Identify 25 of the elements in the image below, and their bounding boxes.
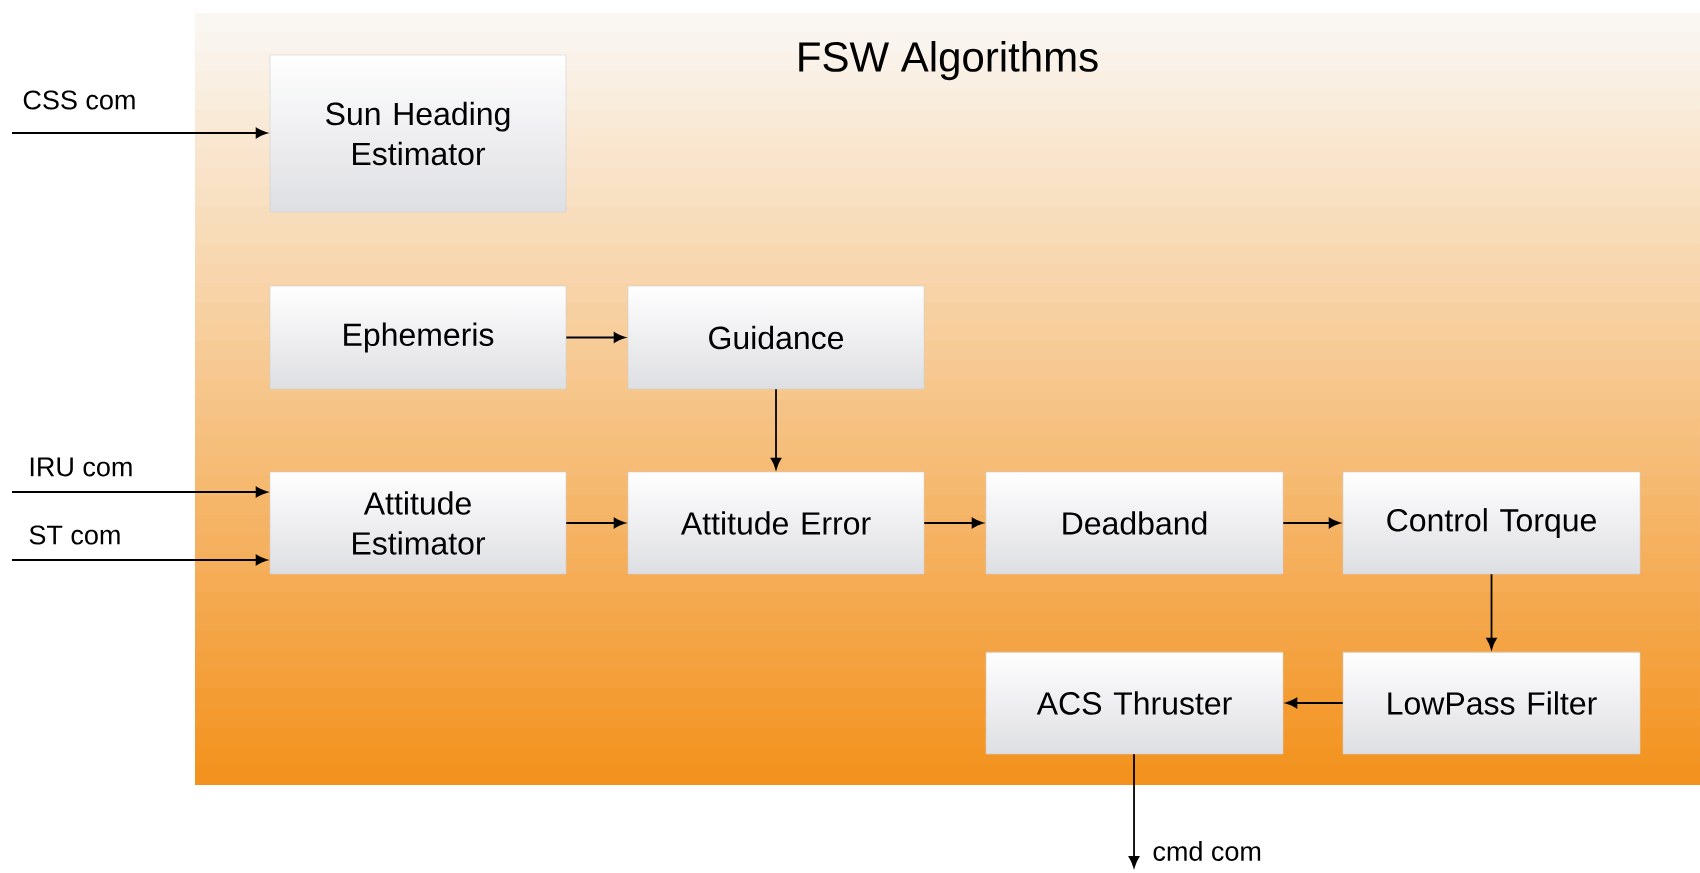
arrow bbox=[11, 486, 268, 498]
process-box: Attitude Estimator bbox=[269, 471, 567, 575]
arrow bbox=[1285, 697, 1344, 709]
process-box: Guidance bbox=[627, 285, 925, 390]
arrow bbox=[11, 554, 268, 566]
edge-label: CSS com bbox=[23, 90, 135, 110]
arrow bbox=[565, 517, 626, 529]
edge-label: ST com bbox=[29, 525, 120, 545]
process-box: Control Torque bbox=[1342, 471, 1641, 575]
arrow bbox=[1486, 573, 1497, 650]
arrow bbox=[1282, 517, 1341, 529]
arrow bbox=[770, 388, 782, 470]
process-box: Deadband bbox=[985, 471, 1284, 575]
process-box: Attitude Error bbox=[627, 471, 925, 575]
node-label: FSW Algorithms bbox=[799, 41, 1098, 81]
arrow bbox=[923, 517, 984, 529]
arrow bbox=[1128, 753, 1140, 868]
process-box: Sun Heading Estimator bbox=[269, 54, 567, 213]
arrow bbox=[11, 127, 268, 139]
process-box: Ephemeris bbox=[269, 285, 567, 390]
edge-label: IRU com bbox=[30, 457, 132, 477]
arrow bbox=[565, 332, 626, 343]
process-box: LowPass Filter bbox=[1342, 651, 1641, 755]
process-box: ACS Thruster bbox=[985, 651, 1284, 755]
edge-label: cmd com bbox=[1153, 841, 1261, 861]
